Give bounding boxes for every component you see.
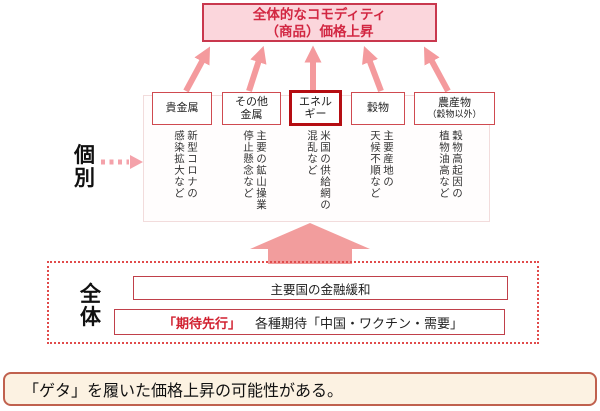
expectation-tag: 「期待先行」: [163, 315, 242, 331]
category-box-agricultural: 農産物 （穀物以外）: [414, 92, 495, 125]
expectation-box: 「期待先行」 各種期待「中国・ワクチン・需要」: [114, 309, 505, 335]
bottom-note-box: 「ゲタ」を履いた価格上昇の可能性がある。: [3, 372, 597, 406]
overall-section-box: [47, 261, 539, 344]
category-label: 農産物: [438, 96, 471, 109]
cause-text-energy: 米国の供給網の 混乱など: [306, 130, 331, 211]
category-box-precious-metals: 貴金属: [152, 92, 212, 125]
category-box-grains: 穀物: [351, 92, 405, 125]
category-box-energy: エネル ギー: [289, 90, 342, 126]
monetary-easing-box: 主要国の金融緩和: [133, 276, 508, 300]
dotted-arrow-head-icon: [130, 155, 143, 169]
up-arrow-icon: [246, 45, 267, 92]
cause-text-precious-metals: 新型コロナの 感染拡大など: [173, 130, 198, 199]
cause-text-grains: 主要産地の 天候不順など: [369, 130, 394, 199]
cause-text-other-metals: 主要の鉱山操業 停止懸念など: [242, 130, 267, 211]
up-arrow-icon: [423, 46, 451, 93]
expectation-text: 各種期待「中国・ワクチン・需要」: [255, 315, 464, 331]
category-sublabel: （穀物以外）: [427, 109, 482, 120]
individual-label: 個 別: [74, 144, 95, 190]
category-box-other-metals: その他 金属: [222, 92, 281, 125]
cause-text-agricultural: 穀物高起因の 植物油高など: [438, 130, 463, 199]
block-up-arrow-icon: [250, 223, 370, 264]
overall-commodity-price-box: 全体的なコモディティ （商品）価格上昇: [202, 3, 437, 42]
up-arrow-icon: [362, 46, 384, 93]
bottom-note-text: 「ゲタ」を履いた価格上昇の可能性がある。: [23, 383, 344, 400]
overall-label: 全 体: [80, 283, 101, 329]
up-arrow-icon: [183, 46, 211, 93]
